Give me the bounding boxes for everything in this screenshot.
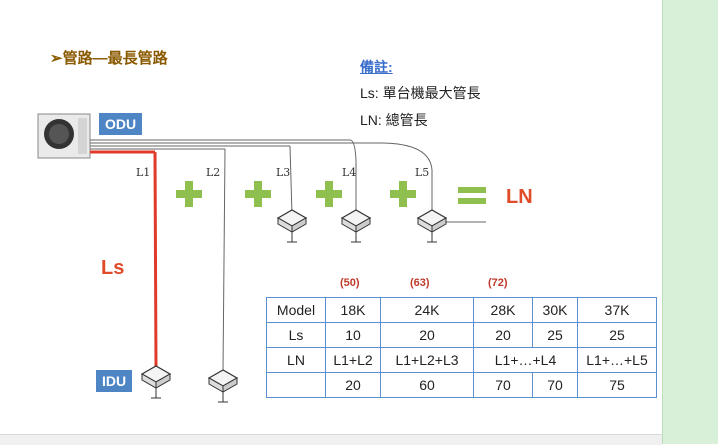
table-cell: 20 [325, 372, 381, 398]
odu-tag: ODU [99, 113, 143, 135]
note-title: 備註: [360, 59, 393, 75]
table-cell: 75 [577, 372, 657, 398]
table-row: Model 18K 24K 28K 30K 37K [266, 297, 657, 323]
table-row: 20 60 70 70 75 [266, 372, 657, 398]
plus-icon [390, 181, 416, 207]
bottom-frame-bar [0, 434, 662, 445]
table-cell: 10 [325, 322, 381, 348]
table-cell: L1+L2+L3 [380, 347, 474, 373]
slide-title: ➢管路—最長管路 [50, 50, 168, 67]
table-cell: L1+…+L5 [577, 347, 657, 373]
table-cell: 25 [532, 322, 578, 348]
branch-label-l1: L1 [136, 166, 150, 179]
table-row: Ls 10 20 20 25 25 [266, 322, 657, 348]
table-cell: 24K [380, 297, 474, 323]
indoor-unit-icon [416, 209, 448, 243]
row-header: LN [266, 347, 326, 373]
capacity-note: (63) [410, 277, 430, 289]
branch-label-l2: L2 [206, 166, 220, 179]
indoor-unit-icon [276, 209, 308, 243]
idu-tag: IDU [96, 370, 133, 392]
table-cell: 37K [577, 297, 657, 323]
plus-icon [316, 181, 342, 207]
plus-icon [245, 181, 271, 207]
branch-label-l3: L3 [276, 166, 290, 179]
row-header [266, 372, 326, 398]
table-cell: 20 [473, 322, 533, 348]
row-header: Ls [266, 322, 326, 348]
right-frame-panel [662, 0, 718, 444]
spec-table: Model 18K 24K 28K 30K 37K Ls 10 20 20 25… [266, 297, 657, 398]
note-ls-definition: Ls: 單台機最大管長 [360, 85, 481, 101]
table-cell: L1+…+L4 [473, 347, 578, 373]
indoor-unit-icon [207, 369, 239, 403]
equals-icon [458, 187, 486, 204]
branch-label-l4: L4 [342, 166, 356, 179]
table-cell: 28K [473, 297, 533, 323]
main-pipe-bundle [90, 139, 486, 373]
outdoor-unit-icon [37, 113, 91, 159]
table-cell: 25 [577, 322, 657, 348]
capacity-note: (72) [488, 277, 508, 289]
branch-label-l5: L5 [415, 166, 429, 179]
indoor-unit-icon [340, 209, 372, 243]
table-cell: L1+L2 [325, 347, 381, 373]
table-cell: 20 [380, 322, 474, 348]
table-cell: 30K [532, 297, 578, 323]
indoor-unit-icon [140, 365, 172, 399]
plus-icon [176, 181, 202, 207]
row-header: Model [266, 297, 326, 323]
capacity-note: (50) [340, 277, 360, 289]
table-row: LN L1+L2 L1+L2+L3 L1+…+L4 L1+…+L5 [266, 347, 657, 373]
table-cell: 70 [473, 372, 533, 398]
table-cell: 18K [325, 297, 381, 323]
table-cell: 70 [532, 372, 578, 398]
ln-label: LN [506, 186, 533, 208]
ls-label: Ls [101, 257, 125, 279]
table-cell: 60 [380, 372, 474, 398]
note-ln-definition: LN: 總管長 [360, 112, 428, 128]
